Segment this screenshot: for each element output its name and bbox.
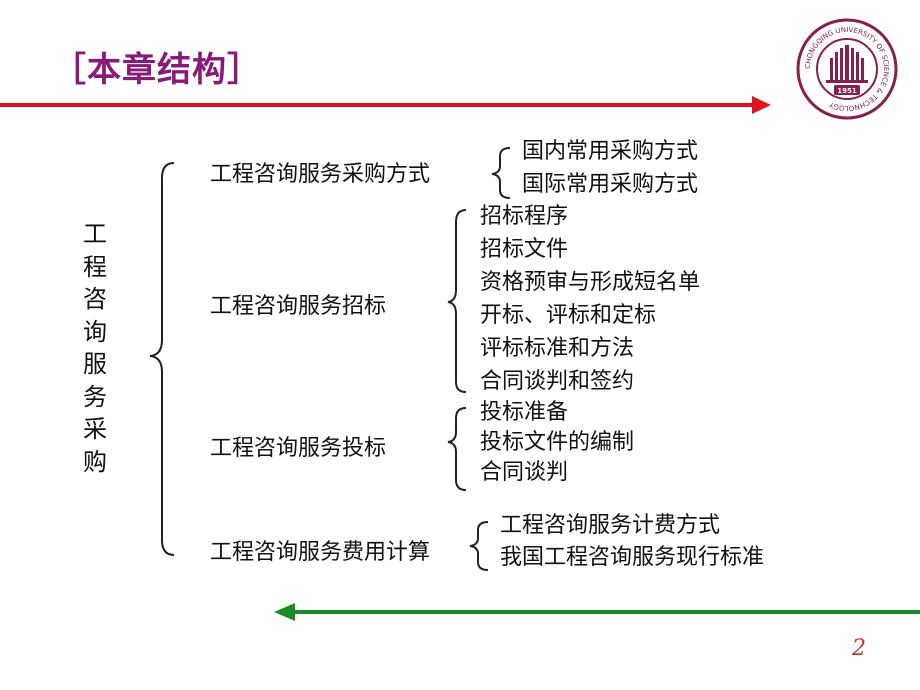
brace-purchase-methods [491,147,511,199]
list-item: 合同谈判 [480,460,569,485]
list-item: 开标、评标和定标 [480,303,657,328]
section-label-tendering: 工程咨询服务招标 [210,294,387,319]
list-item: 招标文件 [480,237,569,262]
university-seal-icon: CHONGQING UNIVERSITY OF SCIENCE & TECHNO… [796,18,898,120]
list-item: 招标程序 [480,204,569,229]
list-item: 我国工程咨询服务现行标准 [500,545,765,570]
main-brace [149,162,175,556]
section-items-bidding: 投标准备 投标文件的编制 合同谈判 [480,398,634,488]
list-item: 合同谈判和签约 [480,369,635,394]
list-item: 资格预审与形成短名单 [480,270,701,295]
section-label-fee-calculation: 工程咨询服务费用计算 [210,540,431,565]
slide-title: ［本章结构］ [52,50,262,90]
section-label-bidding: 工程咨询服务投标 [210,436,387,461]
section-items-tendering: 招标程序 招标文件 资格预审与形成短名单 开标、评标和定标 评标标准和方法 合同… [480,200,700,398]
page-number: 2 [852,636,866,661]
list-item: 投标准备 [480,400,569,425]
brace-bidding [447,407,467,491]
root-topic: 工程咨询服务采购 [83,220,107,476]
left-arrowhead-icon [274,603,295,621]
university-logo: CHONGQING UNIVERSITY OF SCIENCE & TECHNO… [796,18,898,120]
section-items-purchase-methods: 国内常用采购方式 国际常用采购方式 [522,135,698,201]
brace-tendering [447,209,467,393]
list-item: 投标文件的编制 [480,430,635,455]
section-label-purchase-methods: 工程咨询服务采购方式 [210,162,431,187]
list-item: 国内常用采购方式 [522,139,699,164]
list-item: 国际常用采购方式 [522,172,699,197]
list-item: 工程咨询服务计费方式 [500,513,721,538]
logo-year: 1951 [837,87,857,95]
list-item: 评标标准和方法 [480,336,635,361]
brace-fee-calculation [469,521,489,571]
right-arrowhead-icon [752,96,771,114]
section-items-fee-calculation: 工程咨询服务计费方式 我国工程咨询服务现行标准 [500,510,764,574]
